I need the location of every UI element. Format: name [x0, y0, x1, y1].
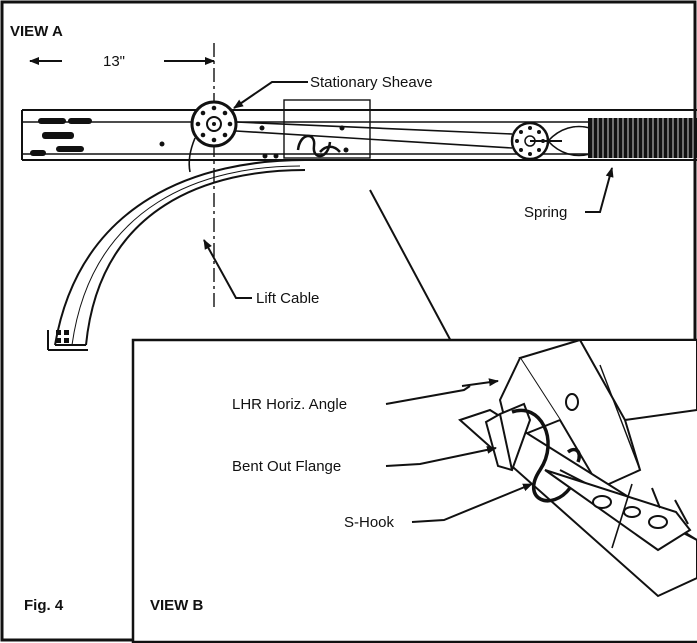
figure-label: Fig. 4: [24, 597, 64, 614]
bent-out-flange-leader: [385, 445, 497, 467]
lift-cable-label: Lift Cable: [256, 290, 319, 307]
bent-out-flange: [484, 402, 532, 472]
view-a-title: VIEW A: [10, 23, 63, 40]
flat-rail-strip: [458, 408, 697, 598]
lhr-horiz-angle-leader: [385, 385, 471, 405]
spring-pulley: [510, 121, 591, 161]
pointer-line: [611, 483, 633, 549]
lhr-horiz-angle-label: LHR Horiz. Angle: [232, 396, 347, 413]
s-hook-view-a: [296, 134, 341, 158]
view-b-title: VIEW B: [150, 597, 204, 614]
lift-cable: [188, 121, 513, 173]
curved-track-holes: [56, 330, 69, 343]
track-slots: [30, 118, 349, 159]
s-hook-view-b: [511, 408, 581, 503]
curved-track: [47, 159, 306, 351]
spring-coil: [588, 118, 697, 158]
bent-out-flange-label: Bent Out Flange: [232, 458, 341, 475]
detail-callout-box: [283, 99, 371, 159]
stationary-sheave-label: Stationary Sheave: [310, 74, 433, 91]
lhr-horiz-angle-arrow: [461, 378, 499, 387]
horizontal-track: [21, 109, 697, 161]
stationary-sheave: [190, 100, 238, 148]
spring-label: Spring: [524, 204, 567, 221]
dimension-label: 13": [103, 53, 125, 70]
stationary-sheave-leader: [233, 81, 308, 109]
detail-callout-arrow: [369, 189, 461, 359]
lift-cable-leader: [203, 239, 252, 299]
s-hook-leader: [411, 483, 533, 523]
spring-leader: [585, 167, 614, 213]
s-hook-label: S-Hook: [344, 514, 395, 531]
